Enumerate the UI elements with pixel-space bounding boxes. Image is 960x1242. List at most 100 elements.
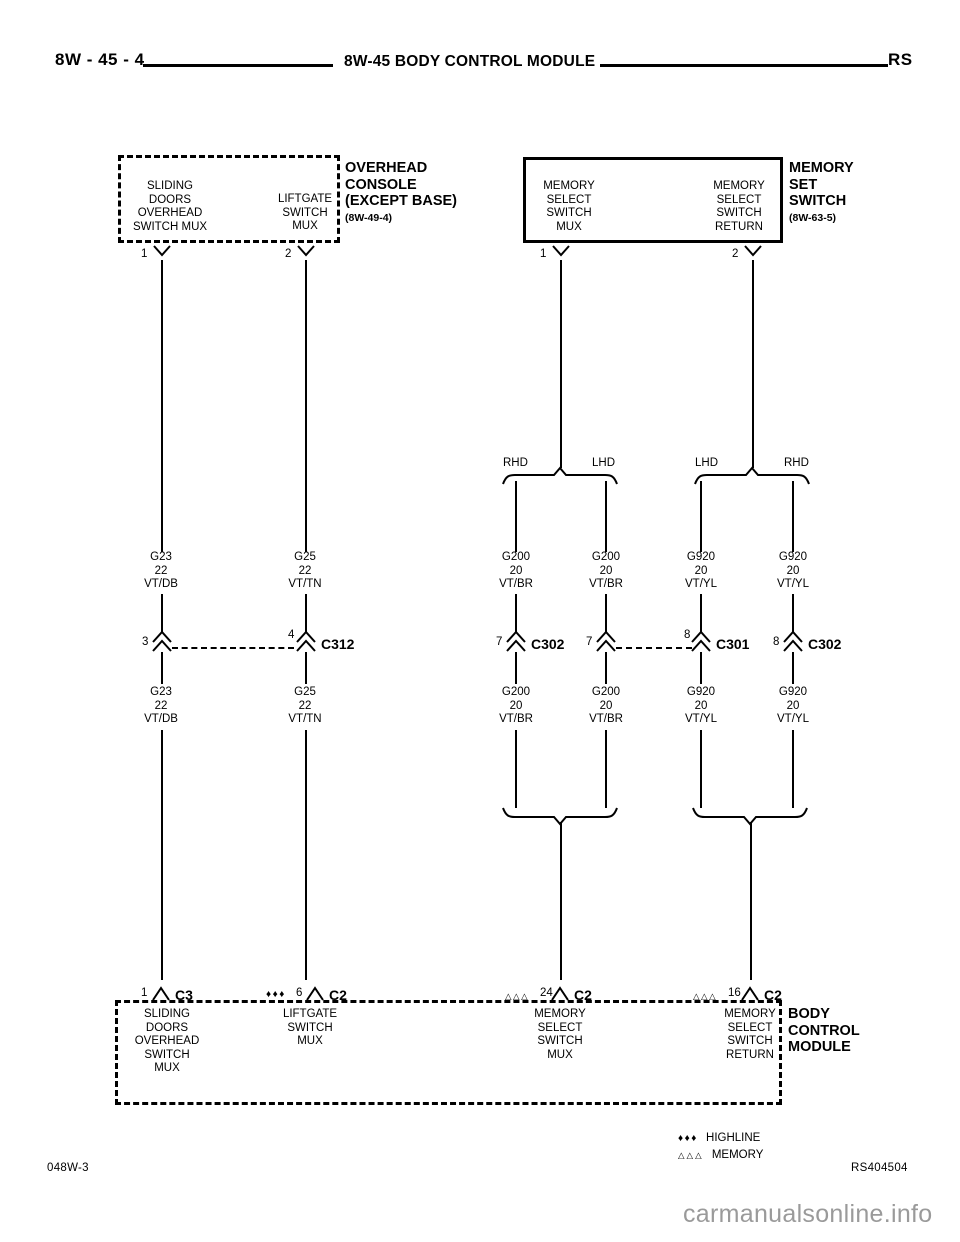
desc-line: SELECT — [546, 193, 592, 206]
wire-label-g200-rhd-lower: G200 20 VT/BR — [477, 686, 555, 727]
desc-line: SWITCH — [282, 206, 328, 219]
wire-circuit: G200 — [501, 686, 531, 698]
bcm-pin24-connector-name: C2 — [574, 987, 592, 1003]
memory-set-switch-pin1-desc: MEMORY SELECT SWITCH MUX — [528, 180, 610, 234]
desc-line: SWITCH — [546, 207, 592, 219]
legend-highline-symbol: ♦♦♦ — [678, 1133, 698, 1144]
wire-gauge: 20 — [599, 699, 613, 712]
desc-line: LIFTGATE — [282, 1008, 338, 1020]
desc-line: MUX — [297, 1035, 323, 1047]
wire-gauge: 20 — [694, 564, 708, 577]
connector-c301-name: C301 — [716, 636, 750, 652]
memory-set-switch-pin2-terminal — [744, 245, 762, 257]
footer-figure-number: RS404504 — [851, 1162, 908, 1174]
wire-g200-rhd-lower-top — [515, 652, 517, 684]
desc-line: MUX — [547, 1048, 573, 1061]
wire-g200-rhd-upper — [515, 481, 517, 552]
wire-label-g23-lower: G23 22 VT/DB — [121, 686, 201, 727]
legend-memory-symbol: △△△ — [678, 1150, 704, 1160]
wire-label-g25-lower: G25 22 VT/TN — [265, 686, 345, 727]
overhead-console-pin1-desc: SLIDING DOORS OVERHEAD SWITCH MUX — [124, 180, 216, 234]
connector-c301-body-link — [616, 647, 692, 649]
bcm-pin24-option-marker: △△△ — [505, 991, 530, 1001]
bcm-pin1-terminal — [152, 986, 170, 1001]
bcm-pin16-option-marker: △△△ — [693, 991, 718, 1001]
connector-c302-pin8-right-symbol — [783, 630, 803, 652]
wire-circuit: G200 — [591, 551, 621, 563]
desc-line: SWITCH — [716, 207, 762, 219]
bcm-pin24-number: 24 — [540, 987, 553, 999]
wire-gauge: 20 — [599, 564, 613, 577]
wire-g200-rhd-to-splice — [515, 730, 517, 808]
connector-c312-name: C312 — [321, 636, 355, 652]
bcm-pin16-connector-name: C2 — [764, 987, 782, 1003]
wire-color: VT/TN — [288, 578, 322, 590]
splice-upper-right-label-lhd: LHD — [695, 457, 719, 469]
wire-memory-return-trunk — [752, 260, 754, 468]
bcm-pin6-connector-name: C2 — [329, 987, 347, 1003]
wire-g200-rhd-to-connector — [515, 594, 517, 632]
bcm-pin16-number: 16 — [728, 987, 741, 999]
comp-name-line: (EXCEPT BASE) — [345, 193, 457, 209]
connector-c312-pin3-symbol — [152, 630, 172, 652]
desc-line: SELECT — [537, 1021, 583, 1034]
memory-set-switch-box — [523, 157, 783, 243]
wire-circuit: G920 — [686, 686, 716, 698]
desc-line: OVERHEAD — [134, 1035, 200, 1047]
wire-color: VT/BR — [499, 713, 533, 725]
connector-c302-pin7-left-symbol — [506, 630, 526, 652]
wire-g23-to-bcm — [161, 730, 163, 980]
header-rule-right — [600, 64, 888, 67]
connector-c301-pin8-number: 8 — [684, 629, 691, 641]
connector-c312-body-link — [172, 647, 294, 649]
wire-g920-lhd-to-splice — [700, 730, 702, 808]
footer-drawing-number: 048W-3 — [47, 1162, 89, 1174]
wire-g920-rhd-upper — [792, 481, 794, 552]
model-code: RS — [888, 50, 913, 69]
wire-gauge: 20 — [786, 699, 800, 712]
desc-line: SLIDING — [146, 180, 193, 192]
desc-line: MUX — [292, 220, 318, 232]
desc-line: SELECT — [716, 193, 762, 206]
comp-name-line: MEMORY — [789, 160, 854, 176]
desc-line: SWITCH — [287, 1021, 333, 1034]
overhead-console-pin2-number: 2 — [285, 248, 292, 260]
wire-label-g920-lhd-upper: G920 20 VT/YL — [662, 551, 740, 592]
wire-label-g920-rhd-lower: G920 20 VT/YL — [754, 686, 832, 727]
wire-g25-lower-top — [305, 652, 307, 684]
memory-set-switch-pin2-desc: MEMORY SELECT SWITCH RETURN — [698, 180, 780, 234]
page-number: 8W - 45 - 4 — [55, 50, 145, 69]
bcm-pin24-desc: MEMORY SELECT SWITCH MUX — [519, 1008, 601, 1062]
bcm-pin1-desc: SLIDING DOORS OVERHEAD SWITCH MUX — [121, 1008, 213, 1076]
site-watermark: carmanualsonline.info — [683, 1200, 933, 1228]
desc-line: SWITCH — [727, 1035, 773, 1047]
wire-memory-mux-trunk — [560, 260, 562, 468]
wire-color: VT/BR — [499, 578, 533, 590]
wire-g920-rhd-lower-top — [792, 652, 794, 684]
memory-set-switch-pin1-number: 1 — [540, 248, 547, 260]
connector-c312-pin3-number: 3 — [142, 636, 149, 648]
wire-g25-to-bcm — [305, 730, 307, 980]
bcm-pin6-option-marker: ♦♦♦ — [266, 989, 286, 1000]
wire-circuit: G920 — [686, 551, 716, 563]
bcm-pin16-desc: MEMORY SELECT SWITCH RETURN — [709, 1008, 791, 1062]
splice-upper-left — [502, 466, 618, 485]
bcm-pin6-terminal — [306, 986, 324, 1001]
memory-set-switch-name: MEMORY SET SWITCH — [789, 160, 854, 210]
desc-line: RETURN — [715, 220, 763, 233]
wire-color: VT/YL — [777, 713, 809, 725]
wire-g200-lhd-upper — [605, 481, 607, 552]
comp-name-line: SWITCH — [789, 193, 847, 209]
wire-label-g920-lhd-lower: G920 20 VT/YL — [662, 686, 740, 727]
connector-c301-pin7-number: 7 — [586, 636, 593, 648]
overhead-console-pin1-number: 1 — [141, 248, 148, 260]
wire-g920-rhd-to-connector — [792, 594, 794, 632]
connector-c301-pin8-symbol — [691, 630, 711, 652]
wire-gauge: 22 — [154, 699, 168, 712]
wire-label-g25-upper: G25 22 VT/TN — [265, 551, 345, 592]
desc-line: MEMORY — [534, 1008, 586, 1020]
wire-g920-lhd-lower-top — [700, 652, 702, 684]
connector-c312-pin4-symbol — [296, 630, 316, 652]
connector-c302-left-name: C302 — [531, 636, 565, 652]
wire-g920-lhd-to-connector — [700, 594, 702, 632]
